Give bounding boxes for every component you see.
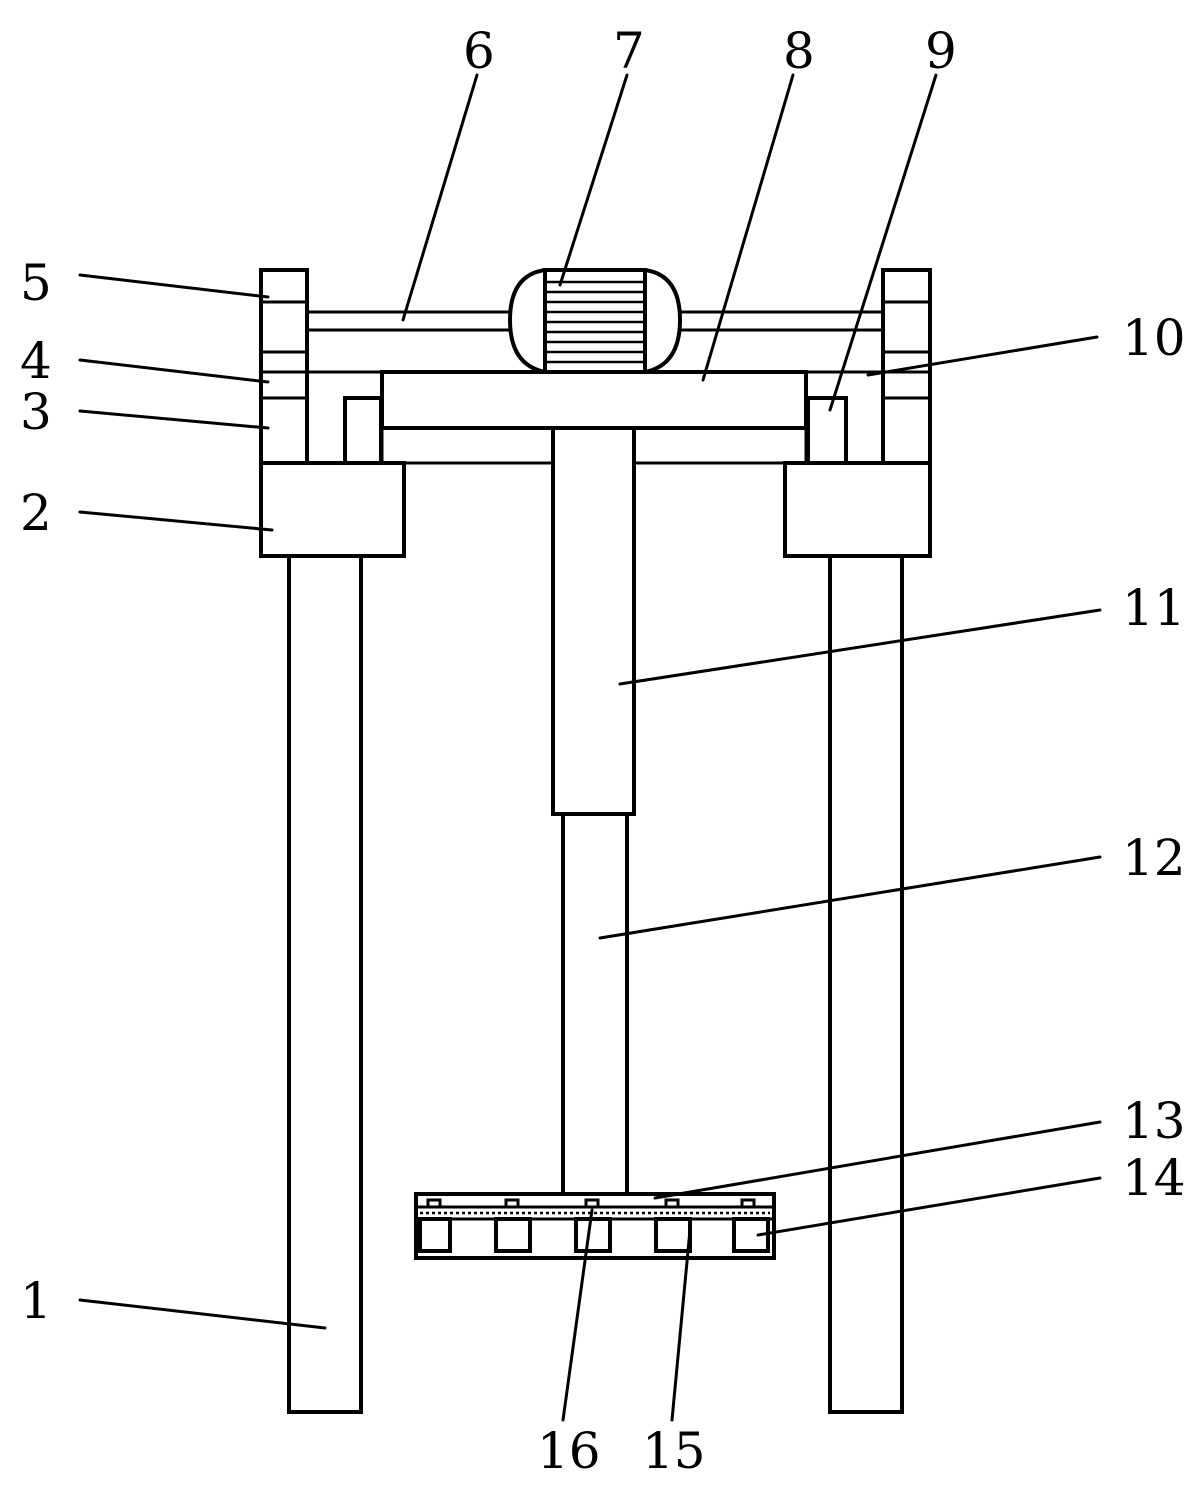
callout-13: 13 [1122, 1092, 1186, 1150]
callout-4: 4 [20, 332, 52, 390]
callout-6: 6 [463, 22, 495, 80]
piston-rod [561, 812, 629, 1196]
callout-3: 3 [20, 383, 52, 441]
callout-14: 14 [1122, 1149, 1186, 1207]
callout-7: 7 [613, 22, 645, 80]
right-slider-block [806, 396, 848, 465]
leader-lines [78, 73, 1102, 1422]
callout-10: 10 [1122, 309, 1186, 367]
callout-5: 5 [20, 254, 52, 312]
callout-9: 9 [925, 22, 957, 80]
carriage-plate [380, 370, 808, 430]
clamp-hooks [426, 1198, 756, 1207]
callout-12: 12 [1122, 829, 1186, 887]
left-support-block [259, 461, 406, 558]
right-support-block [783, 461, 932, 558]
motor-coil-hatching [547, 280, 643, 364]
cylinder-body [551, 426, 636, 816]
left-leg [287, 553, 363, 1414]
callout-2: 2 [20, 484, 52, 542]
callout-8: 8 [783, 22, 815, 80]
left-upright [259, 268, 309, 465]
right-leg [828, 553, 904, 1414]
callout-16: 16 [537, 1422, 601, 1480]
callout-1: 1 [20, 1272, 52, 1330]
clamp-blocks [418, 1217, 770, 1253]
callout-15: 15 [642, 1422, 706, 1480]
left-slider-block [343, 396, 383, 465]
callout-11: 11 [1122, 579, 1186, 637]
